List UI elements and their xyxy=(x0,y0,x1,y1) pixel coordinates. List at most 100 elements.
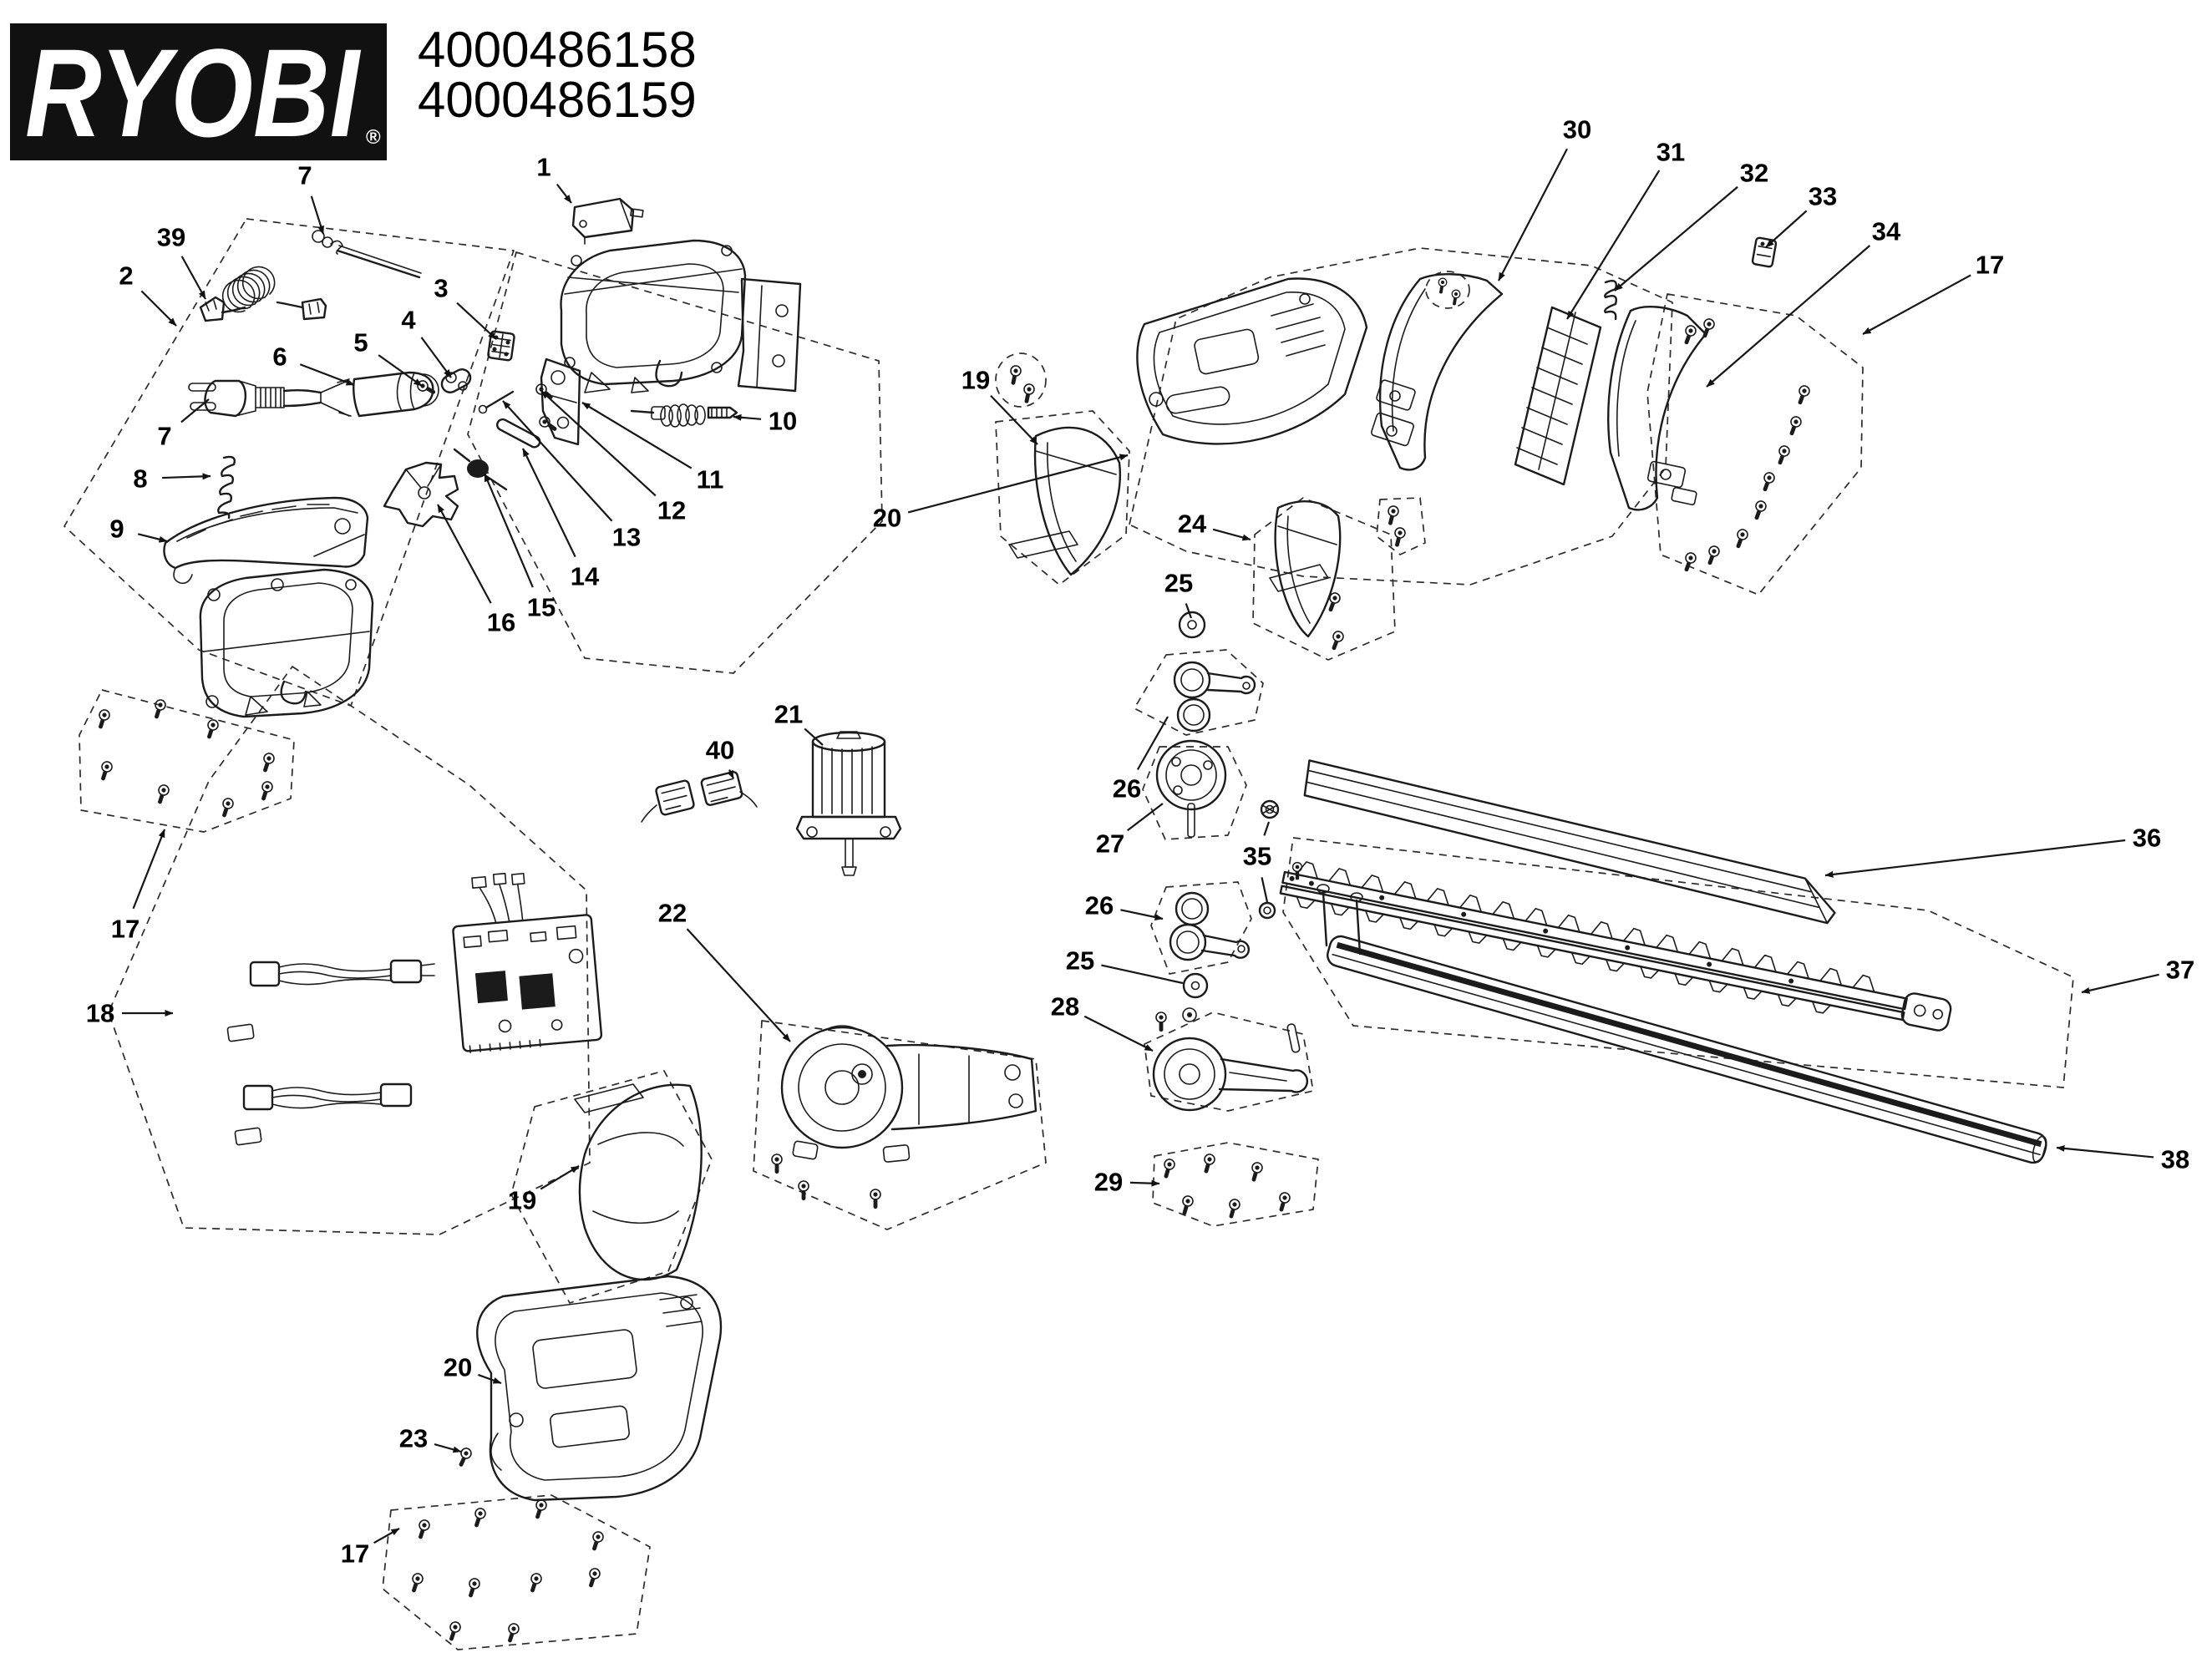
switch-bracket-part-11 xyxy=(540,357,581,446)
spring-part-8 xyxy=(217,455,236,520)
callout-33: 33 xyxy=(1809,182,1837,211)
callout-16: 16 xyxy=(487,608,515,637)
screws-circle-19 xyxy=(1007,364,1036,405)
leader-line-10 xyxy=(733,413,762,421)
clip-part-33 xyxy=(1751,236,1778,268)
screws-panel-29 xyxy=(1159,1152,1292,1220)
leader-line-32 xyxy=(1614,185,1738,292)
motor-part-21 xyxy=(795,731,902,876)
leader-line-4 xyxy=(420,337,452,378)
screws-pair-20 xyxy=(1384,504,1408,549)
callout-30: 30 xyxy=(1563,115,1591,145)
callout-3: 3 xyxy=(434,274,448,303)
region-gearbox xyxy=(753,1020,1047,1230)
region-screws-right xyxy=(1646,293,1864,596)
leader-line-20 xyxy=(478,1373,502,1385)
callout-23: 23 xyxy=(399,1424,428,1453)
region-cam-arm xyxy=(1144,1012,1314,1112)
region-blade xyxy=(1282,837,2074,1088)
cover-part-24 xyxy=(1269,500,1346,652)
callout-10: 10 xyxy=(769,407,797,436)
cord-sleeve-part-6 xyxy=(353,371,439,418)
callout-1: 1 xyxy=(536,153,550,182)
callout-38: 38 xyxy=(2161,1145,2189,1174)
region-screws-bottom xyxy=(382,1494,651,1650)
conrod-bearing-part-26-lower xyxy=(1169,891,1251,961)
blade-root-part-30 xyxy=(1371,273,1504,471)
callout-17: 17 xyxy=(341,1539,369,1569)
model-number-1: 4000486158 xyxy=(418,22,697,78)
mains-plug-part-7 xyxy=(188,378,352,418)
callout-13: 13 xyxy=(612,523,641,552)
leader-line-17 xyxy=(1862,274,1971,335)
pivot-pin-part-14 xyxy=(496,418,541,449)
spring-part-32 xyxy=(1604,280,1617,321)
callout-9: 9 xyxy=(109,515,124,544)
leader-line-23 xyxy=(434,1443,462,1453)
callout-36: 36 xyxy=(2133,824,2161,853)
region-screws-29 xyxy=(1152,1142,1319,1227)
leader-line-3 xyxy=(456,302,497,340)
cam-arm-part-28 xyxy=(1152,1007,1309,1112)
model-number-2: 4000486159 xyxy=(418,72,697,128)
callout-28: 28 xyxy=(1051,992,1079,1022)
callout-2: 2 xyxy=(119,261,133,291)
pcb-assembly-part-18 xyxy=(452,872,603,1053)
callout-37: 37 xyxy=(2166,956,2194,985)
leader-line-1 xyxy=(556,183,572,204)
leader-line-24 xyxy=(1212,528,1251,541)
leader-line-17 xyxy=(132,829,166,910)
region-screws-pair xyxy=(1376,497,1426,555)
callout-31: 31 xyxy=(1656,138,1685,167)
leader-line-33 xyxy=(1765,210,1808,248)
leader-line-34 xyxy=(1706,245,1871,388)
power-switch-part-1 xyxy=(571,197,644,245)
region-screws-left xyxy=(79,689,295,833)
callout-15: 15 xyxy=(527,593,556,622)
model-numbers: 4000486158 4000486159 xyxy=(418,22,697,128)
wire-harness-lower xyxy=(234,1083,413,1146)
leader-line-35 xyxy=(1261,877,1269,903)
locknut-ring-part-35 xyxy=(1258,799,1280,920)
callout-14: 14 xyxy=(571,562,600,591)
region-conrod-upper xyxy=(1134,649,1264,736)
callout-4: 4 xyxy=(401,306,416,335)
callout-32: 32 xyxy=(1740,159,1768,188)
region-cover-19-top xyxy=(995,410,1130,586)
leader-line-13 xyxy=(502,400,613,522)
region-pcb xyxy=(108,666,591,1235)
conrod-bearing-part-26-upper xyxy=(1173,661,1256,733)
callout-6: 6 xyxy=(272,342,287,372)
leader-line-21 xyxy=(804,728,824,746)
leader-line-28 xyxy=(1083,1015,1154,1052)
region-cover-24 xyxy=(1252,497,1396,661)
leader-line-22 xyxy=(686,928,791,1042)
front-grip-part-9 xyxy=(163,496,369,585)
callout-22: 22 xyxy=(658,899,687,928)
region-conrod-lower xyxy=(1150,881,1252,975)
callout-19: 19 xyxy=(508,1186,536,1215)
cutting-blade-part-37 xyxy=(1279,861,1952,1032)
callout-40: 40 xyxy=(706,736,734,765)
brush-holders-part-40 xyxy=(641,771,758,823)
leader-line-29 xyxy=(1129,1179,1160,1187)
washer-part-25-lower xyxy=(1182,972,1209,999)
leader-line-35 xyxy=(1263,821,1271,836)
leader-line-15 xyxy=(483,473,534,588)
callout-11: 11 xyxy=(697,465,724,494)
callout-17: 17 xyxy=(111,915,140,944)
blade-bolts xyxy=(1291,861,1363,956)
rear-housing-part-20-top xyxy=(1136,277,1368,445)
coiled-cord-part-39 xyxy=(199,266,327,322)
comb-plate-part-31 xyxy=(1514,306,1602,486)
blade-guard-part-36 xyxy=(1303,759,1836,925)
leader-line-26 xyxy=(1136,716,1169,770)
leader-line-25 xyxy=(1101,964,1184,985)
callout-25: 25 xyxy=(1164,569,1193,598)
cover-part-19-top xyxy=(1008,426,1122,576)
callout-7: 7 xyxy=(157,422,171,451)
callout-20: 20 xyxy=(873,504,901,533)
leader-line-37 xyxy=(2081,973,2159,994)
region-cover-19-bottom xyxy=(510,1070,713,1304)
front-handle-housing-lower xyxy=(199,568,374,718)
